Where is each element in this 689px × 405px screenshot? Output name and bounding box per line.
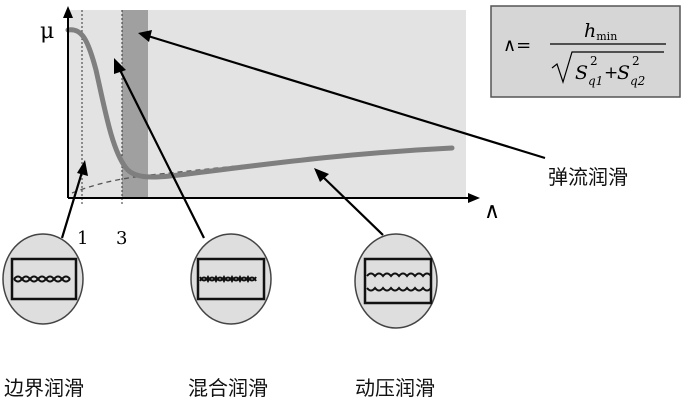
formula-denominator-s1: S [575, 62, 588, 84]
label-mixed: 混合润滑 [188, 376, 268, 400]
formula-lhs: ∧= [503, 35, 531, 56]
x-axis-symbol: ∧ [484, 199, 500, 224]
boundary-pointer-line [60, 171, 84, 239]
y-axis-arrowhead [63, 6, 73, 18]
hydrodynamic-gap-icon [354, 233, 438, 329]
formula-denominator-s2-sub: q2 [630, 74, 645, 88]
formula-numerator: hmin [584, 20, 617, 43]
sqrt-sign [551, 51, 664, 84]
y-axis-symbol: μ [40, 19, 54, 44]
hydro-pointer-head [314, 168, 329, 182]
formula-denominator-s1-sup: 2 [590, 54, 598, 68]
label-elastohydrodynamic: 弹流润滑 [548, 165, 628, 189]
label-hydrodynamic: 动压润滑 [355, 376, 435, 400]
tick-label-1: 1 [77, 228, 88, 249]
ehl-pointer-line [147, 34, 546, 160]
mixed-contact-icon [190, 233, 272, 325]
mixed-pointer-line [119, 69, 205, 239]
pointer-arrows [60, 30, 546, 239]
boundary-pointer-head [77, 160, 88, 176]
ehl-pointer-head [138, 30, 152, 42]
mixed-pointer-head [114, 58, 126, 74]
boundary-contact-icon [2, 233, 84, 325]
x-axis-arrowhead [468, 193, 480, 203]
formula-denominator-s1-sub: q1 [588, 74, 603, 88]
hydro-pointer-line [321, 175, 384, 236]
label-boundary: 边界润滑 [4, 376, 84, 400]
formula-plus: + [604, 63, 618, 83]
tick-label-3: 3 [116, 228, 127, 249]
stribeck-curve [65, 27, 455, 180]
formula-denominator-s2-sup: 2 [632, 54, 640, 68]
formula-denominator-s2: S [617, 62, 630, 84]
dashed-curve [71, 147, 456, 194]
